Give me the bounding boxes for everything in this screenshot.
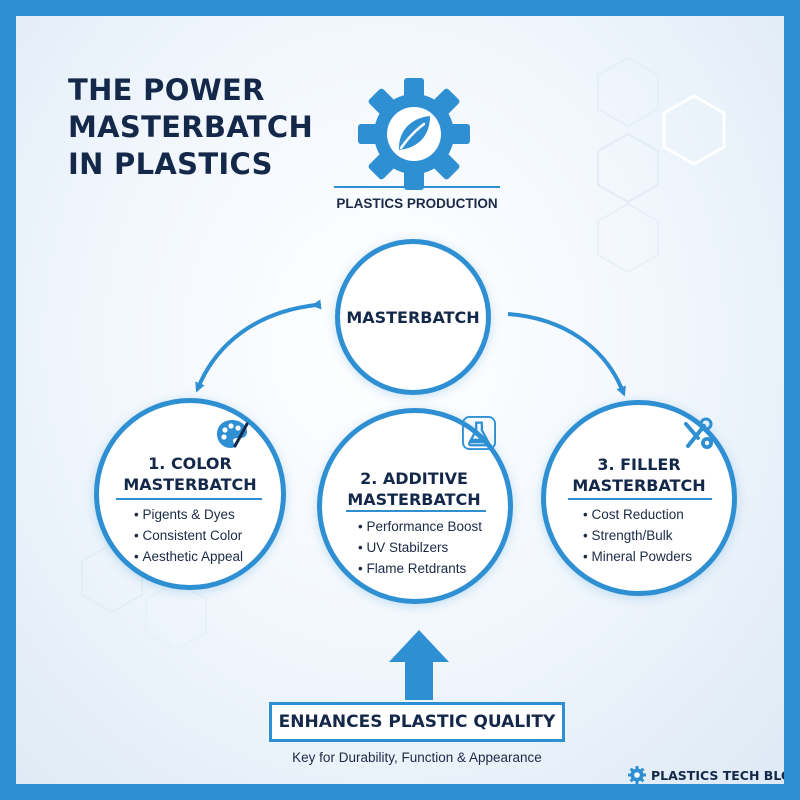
palette-icon [217,420,249,448]
quality-subtitle: Key for Durability, Function & Appearanc… [292,750,542,765]
list-item: Performance Boost [358,516,482,537]
blog-name: PLASTICS TECH BLOG [651,767,800,783]
node-divider [346,510,486,512]
gear-logo-icon [628,766,646,784]
list-item: UV Stabilzers [358,537,482,558]
list-item: Strength/Bulk [583,525,692,546]
node-title-line: MASTERBATCH [347,490,481,509]
title-line: IN PLASTICS [68,147,273,181]
center-label: MASTERBATCH [346,307,480,327]
node-title-filler: 3. FILLER MASTERBATCH [561,454,717,496]
arrow-right [507,312,626,397]
node-divider [116,498,262,500]
gear-leaf-icon [358,78,470,190]
production-label: PLASTICS PRODUCTION [334,186,500,211]
node-title-color: 1. COLOR MASTERBATCH [112,453,268,495]
title-line: THE POWER [68,73,265,107]
list-item: Pigents & Dyes [134,504,243,525]
flask-icon [462,416,496,450]
list-item: Cost Reduction [583,504,692,525]
flow-arrows [195,299,626,397]
node-title-line: 1. COLOR [148,454,232,473]
node-divider [568,498,712,500]
blog-brand: PLASTICS TECH BLOG [628,766,800,784]
arrow-left [195,299,322,393]
node-title-additive: 2. ADDITIVE MASTERBATCH [336,468,492,510]
node-title-line: 2. ADDITIVE [360,469,468,488]
additive-feature-list: Performance Boost UV Stabilzers Flame Re… [358,516,482,579]
page-title: THE POWER MASTERBATCH IN PLASTICS [68,72,348,183]
list-item: Aesthetic Appeal [134,546,243,567]
quality-banner: ENHANCES PLASTIC QUALITY [269,702,565,742]
list-item: Flame Retdrants [358,558,482,579]
list-item: Consistent Color [134,525,243,546]
tools-gear-icon [684,417,713,449]
color-feature-list: Pigents & Dyes Consistent Color Aestheti… [134,504,243,567]
title-line: MASTERBATCH [68,110,314,144]
node-title-line: MASTERBATCH [123,475,257,494]
filler-feature-list: Cost Reduction Strength/Bulk Mineral Pow… [583,504,692,567]
list-item: Mineral Powders [583,546,692,567]
quality-title: ENHANCES PLASTIC QUALITY [278,712,556,732]
up-arrow-icon [389,630,449,700]
node-title-line: MASTERBATCH [572,476,706,495]
node-title-line: 3. FILLER [597,455,681,474]
center-masterbatch-circle: MASTERBATCH [335,239,491,395]
